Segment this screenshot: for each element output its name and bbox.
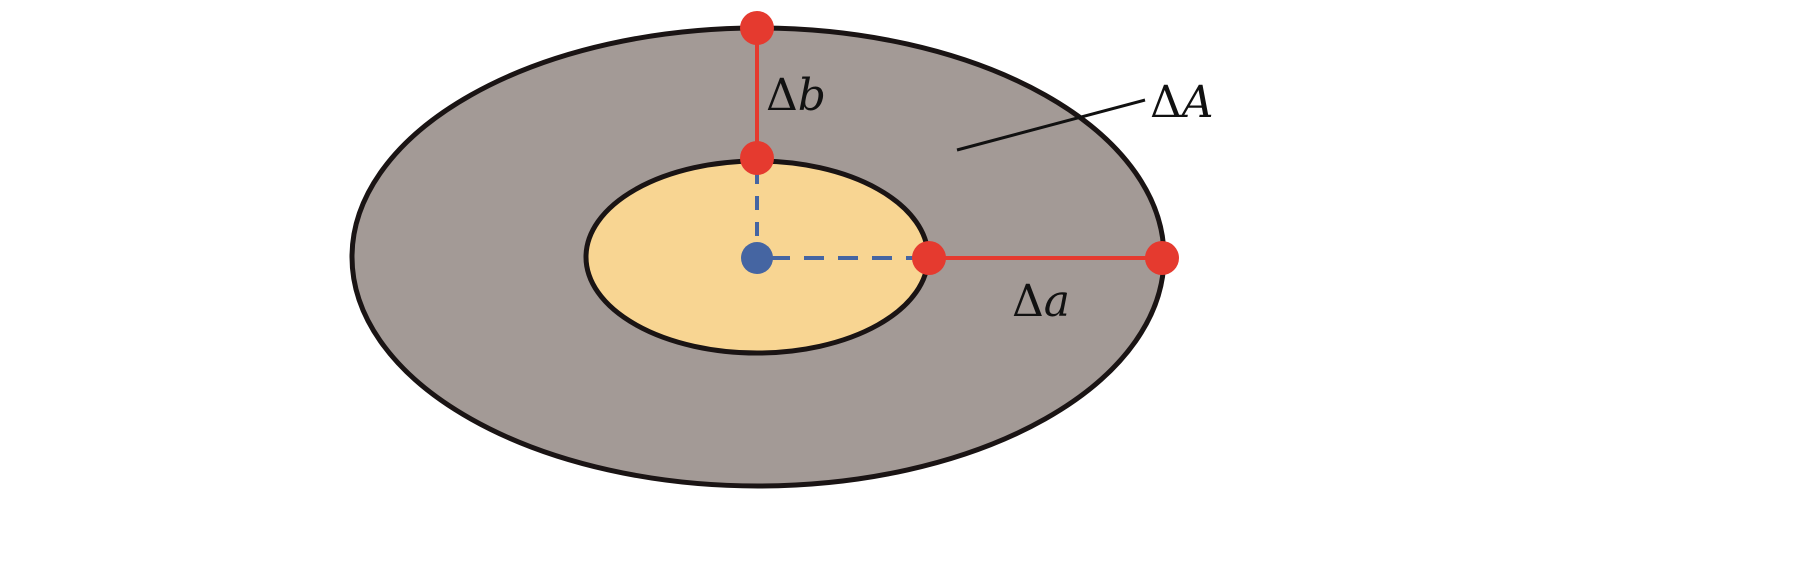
- center-point: [741, 242, 773, 274]
- outer-right-point: [1145, 241, 1179, 275]
- delta-A-leader-line: [956, 98, 1146, 152]
- delta-A-label: ΔA: [1150, 77, 1214, 128]
- inner-right-point: [912, 241, 946, 275]
- delta-b-label: Δb: [766, 70, 826, 121]
- delta-a-label: Δa: [1012, 276, 1070, 327]
- outer-top-point: [740, 11, 774, 45]
- inner-top-point: [740, 141, 774, 175]
